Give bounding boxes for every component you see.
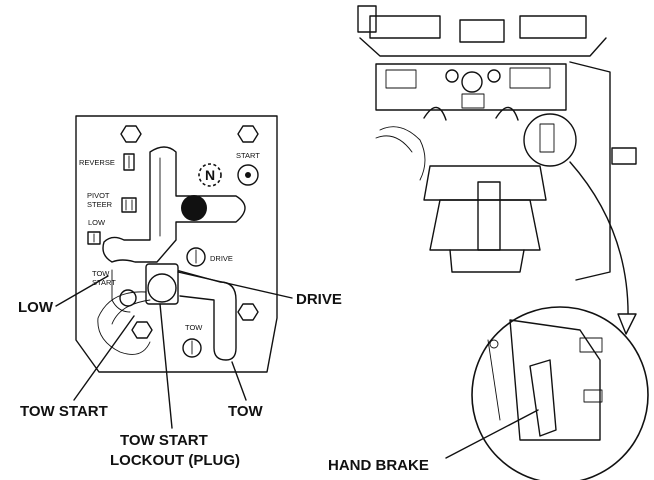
brake-bracket-lower <box>583 389 603 403</box>
neutral-indicator-icon <box>198 163 222 187</box>
tow-start-label-2: START <box>92 278 116 287</box>
seat-cushion <box>429 199 541 251</box>
detail-arrow-line <box>569 161 629 321</box>
lockout-lanyard-2 <box>111 299 151 325</box>
bolt-bottom-left-icon <box>131 321 153 339</box>
instrument-panel <box>375 63 567 111</box>
hand-brake-detail: HAND BRAKE <box>328 306 649 480</box>
callout-lockout-line2: LOCKOUT (PLUG) <box>110 452 240 469</box>
detail-arrow-head-icon <box>617 313 637 335</box>
cable-bundle-1 <box>379 126 426 181</box>
cable-bundle-2 <box>375 135 413 153</box>
low-label: LOW <box>88 218 106 227</box>
callout-tow-start: TOW START <box>20 403 108 420</box>
tow-start-lockout-plug <box>145 263 179 305</box>
callout-low: LOW <box>18 299 54 316</box>
roof-line <box>359 37 607 57</box>
start-icon-center <box>245 172 251 178</box>
seat-center-post <box>477 181 501 251</box>
tow-label: TOW <box>185 323 203 332</box>
tow-icon <box>182 338 202 358</box>
vision-block-center <box>459 19 505 43</box>
bolt-top-left-icon <box>120 125 142 143</box>
detail-circle <box>523 113 577 167</box>
pivot-steer-label-2: STEER <box>87 200 113 209</box>
gauge-center-icon <box>461 71 483 93</box>
bolt-bottom-right-icon <box>237 303 259 321</box>
detail-magnifier <box>471 306 649 480</box>
tow-start-label-1: TOW <box>92 269 110 278</box>
hand-brake-small <box>539 123 555 153</box>
leader-hand-brake <box>445 409 539 459</box>
seat-back <box>423 165 547 201</box>
tow-start-icon <box>119 289 137 307</box>
hatch-handle <box>357 5 377 33</box>
lockout-plug-cap <box>147 273 177 303</box>
switch-cluster-right <box>509 67 551 89</box>
shift-selector-plate: REVERSE N START PIVOT STEER LOW DRIVE TO… <box>75 115 278 373</box>
switch-cluster-left <box>385 69 417 89</box>
steering-handle-right <box>495 106 519 121</box>
brake-bracket-upper <box>579 337 603 353</box>
lockout-lanyard <box>97 291 151 355</box>
pivot-steer-label-1: PIVOT <box>87 191 110 200</box>
vision-block-right <box>519 15 587 39</box>
leader-tow-start <box>73 315 135 401</box>
reverse-icon <box>123 153 135 171</box>
vision-block-left <box>369 15 441 39</box>
side-hatch-door <box>569 61 611 281</box>
detail-wall-edge <box>487 339 501 421</box>
leader-tow <box>231 361 247 401</box>
leader-low <box>55 275 109 307</box>
shift-gate-slot <box>102 146 246 263</box>
steering-column <box>461 93 485 109</box>
low-icon <box>87 231 101 245</box>
shift-lever-knob[interactable] <box>181 195 207 221</box>
gauge-left-icon <box>445 69 459 83</box>
cab-interior-illustration <box>357 5 637 335</box>
leader-lockout <box>159 303 173 429</box>
reverse-label: REVERSE <box>79 158 115 167</box>
seat-base <box>449 249 525 273</box>
callout-lockout-line1: TOW START <box>120 432 208 449</box>
start-label: START <box>236 151 260 160</box>
plate-outline <box>75 115 278 373</box>
callout-drive: DRIVE <box>296 291 342 308</box>
steering-handle-left <box>423 106 447 121</box>
bolt-top-right-icon <box>237 125 259 143</box>
callouts-left: LOW DRIVE TOW START TOW TOW START LOCKOU… <box>18 271 342 469</box>
leader-drive <box>177 271 293 299</box>
gauge-right-icon <box>487 69 501 83</box>
drive-icon <box>186 247 206 267</box>
start-icon <box>237 164 259 186</box>
drive-label: DRIVE <box>210 254 233 263</box>
detail-bolt-icon <box>489 339 499 349</box>
tow-gate-slot <box>175 269 237 361</box>
hand-brake-lever[interactable] <box>529 359 557 437</box>
neutral-label: N <box>205 167 215 183</box>
hatch-latch <box>611 147 637 165</box>
pivot-steer-icon <box>121 197 137 213</box>
callout-hand-brake: HAND BRAKE <box>328 457 429 474</box>
callout-tow: TOW <box>228 403 264 420</box>
